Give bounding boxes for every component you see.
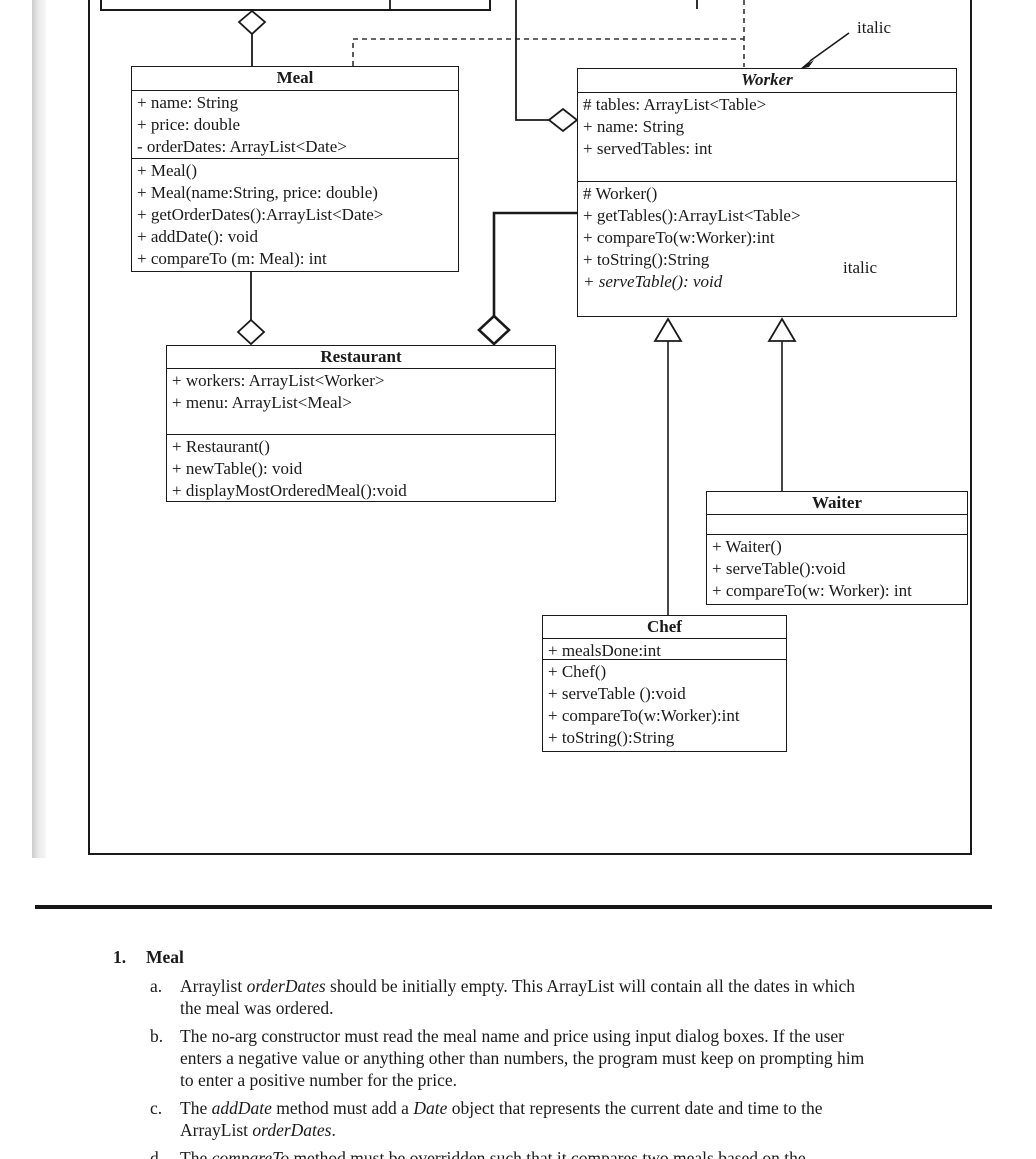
class-name-worker: Worker bbox=[578, 69, 956, 93]
requirement-heading: 1. Meal bbox=[113, 946, 184, 968]
class-member: + compareTo (m: Meal): int bbox=[137, 249, 327, 268]
requirement-title: Meal bbox=[146, 947, 184, 967]
item-text: The no-arg constructor must read the mea… bbox=[180, 1026, 865, 1090]
annotation-italic-top: italic bbox=[857, 18, 891, 37]
class-member: + toString():String bbox=[548, 728, 675, 747]
class-member: # Worker() bbox=[583, 184, 658, 203]
class-member: # tables: ArrayList<Table> bbox=[583, 95, 767, 114]
section-divider bbox=[35, 905, 992, 909]
uml-class-chef: Chef + mealsDone:int + Chef() + serveTabl… bbox=[542, 615, 787, 752]
class-name-waiter: Waiter bbox=[707, 492, 967, 515]
class-member: + servedTables: int bbox=[583, 139, 713, 158]
class-member: + Meal() bbox=[137, 161, 198, 180]
class-attributes-waiter bbox=[707, 515, 967, 535]
item-text: The compareTo method must be overridden … bbox=[180, 1148, 806, 1159]
class-member: + Meal(name:String, price: double) bbox=[137, 183, 378, 202]
class-member: + workers: ArrayList<Worker> bbox=[172, 371, 385, 390]
annotation-italic-method: italic bbox=[843, 258, 877, 277]
class-methods-worker: # Worker() + getTables():ArrayList<Table>… bbox=[578, 182, 956, 316]
class-name-meal: Meal bbox=[132, 67, 458, 91]
class-member: + price: double bbox=[137, 115, 241, 134]
class-attributes-worker: # tables: ArrayList<Table> + name: String… bbox=[578, 93, 956, 182]
class-member: + Chef() bbox=[548, 662, 607, 681]
class-member: + serveTable():void bbox=[712, 559, 846, 578]
class-member: + name: String bbox=[137, 93, 239, 112]
class-attributes-restaurant: + workers: ArrayList<Worker> + menu: Arra… bbox=[167, 369, 555, 435]
uml-class-meal: Meal + name: String + price: double - orde… bbox=[131, 66, 459, 272]
class-methods-restaurant: + Restaurant() + newTable(): void + displa… bbox=[167, 435, 555, 501]
class-member: + serveTable ():void bbox=[548, 684, 686, 703]
class-member: + Waiter() bbox=[712, 537, 782, 556]
class-member: + name: String bbox=[583, 117, 685, 136]
class-member: + mealsDone:int bbox=[548, 641, 661, 660]
uml-class-waiter: Waiter + Waiter() + serveTable():void + co… bbox=[706, 491, 968, 605]
class-member: + addDate(): void bbox=[137, 227, 258, 246]
uml-class-worker: Worker # tables: ArrayList<Table> + name:… bbox=[577, 68, 957, 317]
class-member: + compareTo(w: Worker): int bbox=[712, 581, 912, 600]
class-name-restaurant: Restaurant bbox=[167, 346, 555, 369]
requirement-item-b: b. The no-arg constructor must read the … bbox=[150, 1025, 874, 1091]
class-member: + toString():String bbox=[583, 250, 710, 269]
class-member: + menu: ArrayList<Meal> bbox=[172, 393, 352, 412]
requirements-list: a. Arraylist orderDates should be initia… bbox=[150, 975, 874, 1159]
requirement-number: 1. bbox=[113, 947, 127, 967]
item-letter: d. bbox=[150, 1148, 164, 1159]
class-attributes-chef: + mealsDone:int bbox=[543, 639, 786, 660]
class-methods-chef: + Chef() + serveTable ():void + compareTo(… bbox=[543, 660, 786, 751]
class-member: + getTables():ArrayList<Table> bbox=[583, 206, 801, 225]
class-member: + newTable(): void bbox=[172, 459, 303, 478]
class-member: + Restaurant() bbox=[172, 437, 270, 456]
item-letter: c. bbox=[150, 1098, 163, 1118]
item-letter: b. bbox=[150, 1026, 164, 1046]
diagram-outer-frame bbox=[88, 0, 972, 855]
class-methods-waiter: + Waiter() + serveTable():void + compareTo… bbox=[707, 535, 967, 604]
uml-class-restaurant: Restaurant + workers: ArrayList<Worker>+… bbox=[166, 345, 556, 502]
class-attributes-meal: + name: String + price: double - orderDate… bbox=[132, 91, 458, 159]
class-member: + serveTable(): void bbox=[583, 272, 723, 291]
item-letter: a. bbox=[150, 976, 163, 996]
item-text: Arraylist orderDates should be initially… bbox=[180, 976, 855, 1018]
requirement-item-a: a. Arraylist orderDates should be initia… bbox=[150, 975, 874, 1019]
requirement-item-d-clipped: d. The compareTo method must be overridd… bbox=[150, 1147, 874, 1159]
uml-class-cropped-top bbox=[100, 0, 491, 11]
class-name-chef: Chef bbox=[543, 616, 786, 639]
class-member: + getOrderDates():ArrayList<Date> bbox=[137, 205, 384, 224]
class-member: - orderDates: ArrayList<Date> bbox=[137, 137, 347, 156]
class-member: + compareTo(w:Worker):int bbox=[548, 706, 740, 725]
class-methods-meal: + Meal() + Meal(name:String, price: doubl… bbox=[132, 159, 458, 271]
class-member: + compareTo(w:Worker):int bbox=[583, 228, 775, 247]
class-member: + displayMostOrderedMeal():void bbox=[172, 481, 407, 500]
requirement-item-c: c. The addDate method must add a Date ob… bbox=[150, 1097, 874, 1141]
page-margin-shadow bbox=[32, 0, 46, 858]
item-text: The addDate method must add a Date objec… bbox=[180, 1098, 823, 1140]
